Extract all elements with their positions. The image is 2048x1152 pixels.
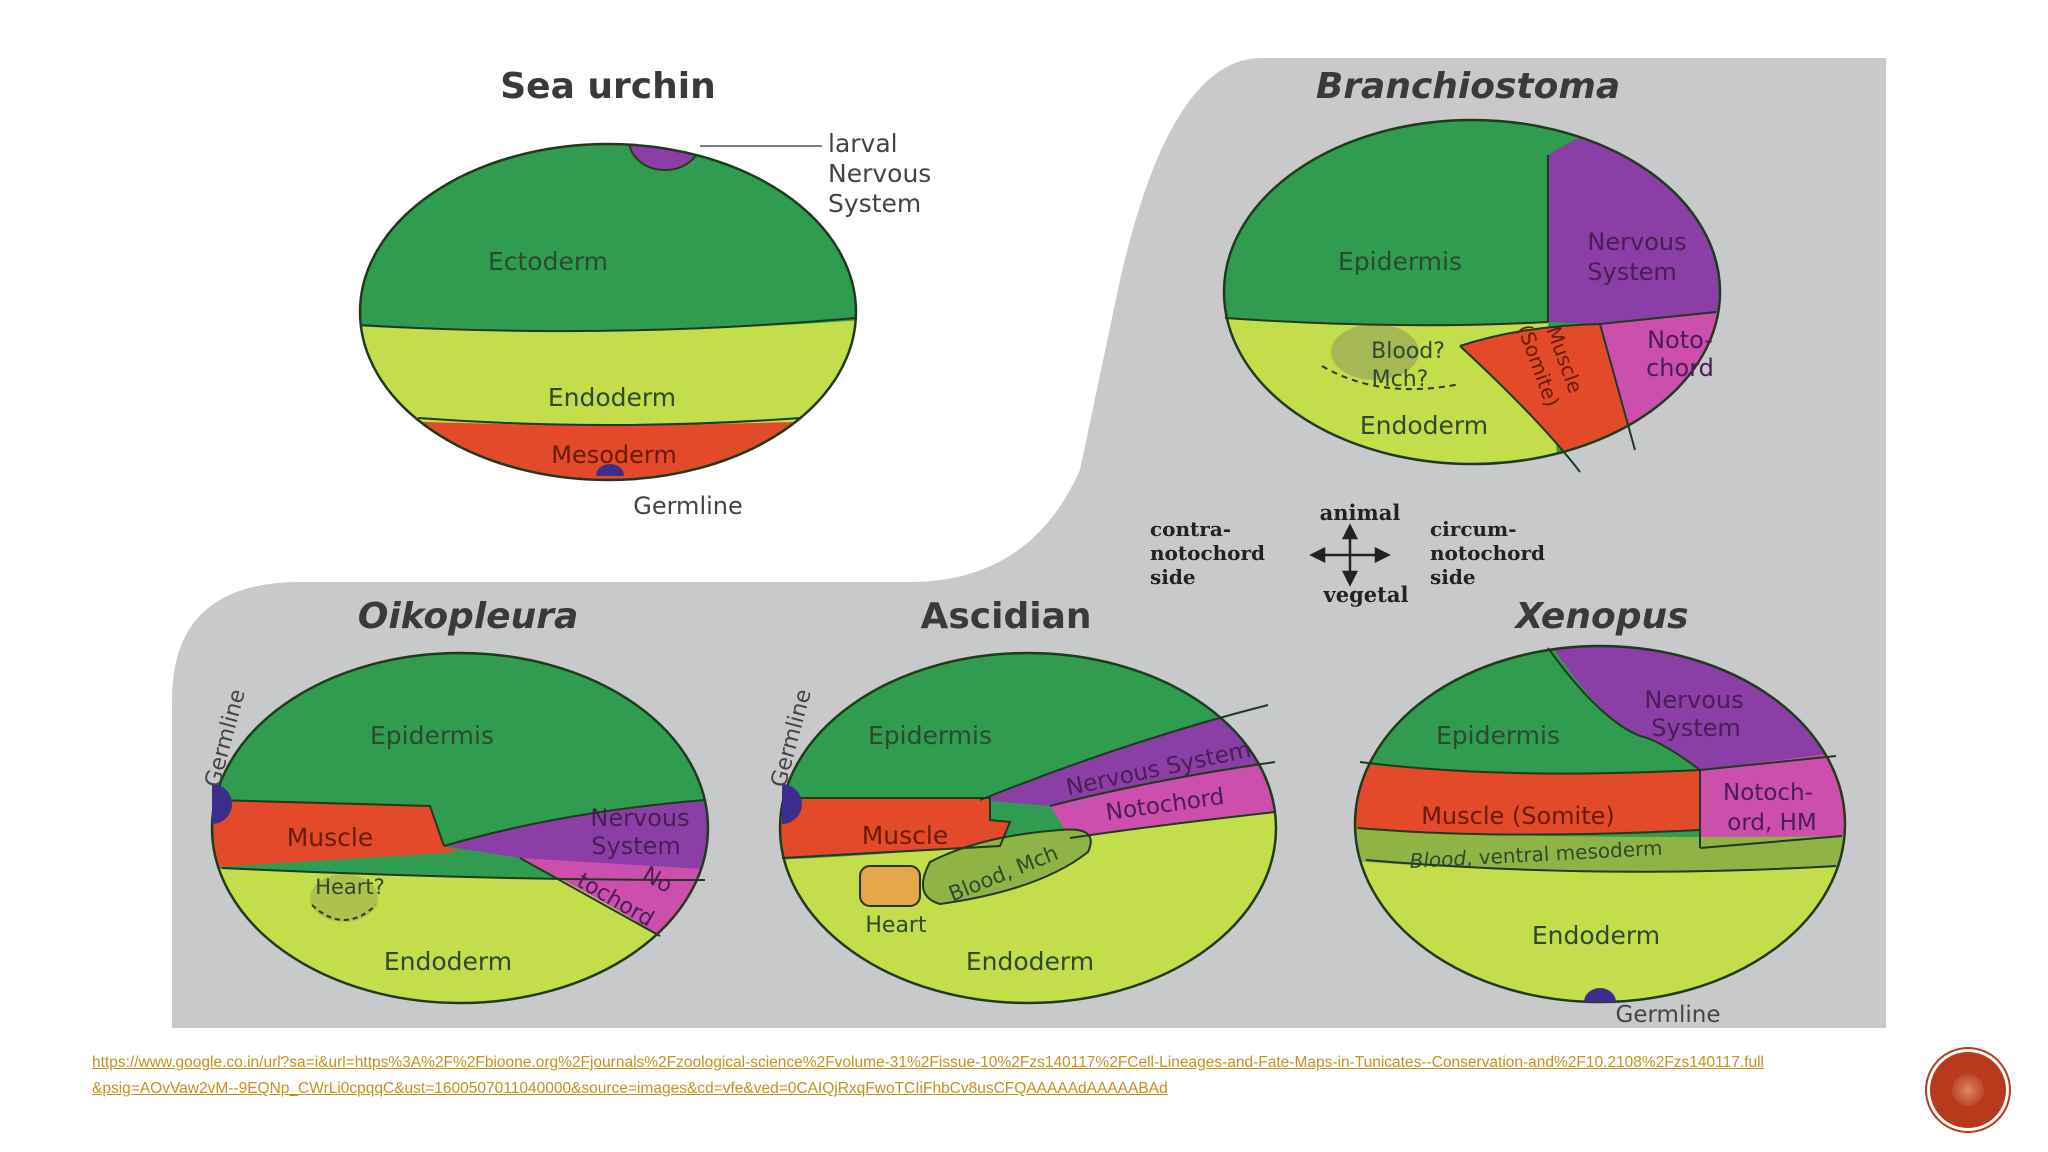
oi-heart-label: Heart? xyxy=(315,875,385,899)
su-mesoderm-label: Mesoderm xyxy=(551,441,676,469)
br-epidermis-label: Epidermis xyxy=(1338,247,1462,276)
branchiostoma-title: Branchiostoma xyxy=(1316,66,1620,107)
axis-cross-icon xyxy=(1309,523,1391,587)
xe-nervous-label-2: System xyxy=(1651,714,1741,742)
axis-contra-label-3: side xyxy=(1150,565,1196,589)
br-blood-label-1: Blood? xyxy=(1371,339,1445,364)
as-endoderm-label: Endoderm xyxy=(966,947,1094,976)
xe-epidermis-label: Epidermis xyxy=(1436,721,1560,750)
xe-germline-label: Germline xyxy=(1616,1002,1721,1028)
ascidian-embryo xyxy=(778,651,1278,1005)
su-germline-label: Germline xyxy=(633,492,743,520)
xenopus-title: Xenopus xyxy=(1513,596,1688,637)
oikopleura-title: Oikopleura xyxy=(358,596,579,637)
axis-contra-label-1: contra- xyxy=(1150,517,1231,541)
as-heart-label: Heart xyxy=(865,913,927,938)
xe-muscle-label: Muscle (Somite) xyxy=(1421,802,1615,830)
su-larval-label-1: larval xyxy=(828,129,898,158)
su-larval-label-3: System xyxy=(828,189,921,218)
as-epidermis-label: Epidermis xyxy=(868,721,992,750)
xe-nervous-label-1: Nervous xyxy=(1644,686,1743,714)
sea-urchin-title: Sea urchin xyxy=(500,66,716,107)
axis-vegetal-label: vegetal xyxy=(1323,582,1409,607)
br-noto-label-1: Noto- xyxy=(1647,326,1713,354)
axis-circum-label-1: circum- xyxy=(1430,517,1517,541)
su-ectoderm-label: Ectoderm xyxy=(488,247,608,276)
br-noto-label-2: chord xyxy=(1646,354,1714,382)
br-blood-label-2: Mch? xyxy=(1372,367,1429,392)
as-muscle-label: Muscle xyxy=(862,821,949,850)
axis-animal-label: animal xyxy=(1320,500,1401,525)
oi-nervous-label-2: System xyxy=(591,832,681,860)
ascidian-title: Ascidian xyxy=(921,596,1092,637)
oi-endoderm-label: Endoderm xyxy=(384,947,512,976)
oi-muscle-label: Muscle xyxy=(287,823,374,852)
br-nervous-label-1: Nervous xyxy=(1587,228,1686,256)
xe-endoderm-label: Endoderm xyxy=(1532,921,1660,950)
xe-noto-label-1: Notoch- xyxy=(1723,780,1813,806)
br-nervous-label-2: System xyxy=(1587,258,1677,286)
xe-noto-label-2: ord, HM xyxy=(1727,810,1816,836)
su-endoderm-label: Endoderm xyxy=(548,383,676,412)
oi-nervous-label-1: Nervous xyxy=(590,804,689,832)
oi-epidermis-label: Epidermis xyxy=(370,721,494,750)
su-larval-label-2: Nervous xyxy=(828,159,931,188)
axis-circum-label-2: notochord xyxy=(1430,541,1545,565)
br-endoderm-label: Endoderm xyxy=(1360,411,1488,440)
slide-badge-icon xyxy=(1930,1052,2006,1128)
axis-circum-label-3: side xyxy=(1430,565,1476,589)
slide-badge-inner xyxy=(1952,1074,1984,1106)
source-link[interactable]: https://www.google.co.in/url?sa=i&url=ht… xyxy=(92,1054,1764,1097)
axis-contra-label-2: notochord xyxy=(1150,541,1265,565)
